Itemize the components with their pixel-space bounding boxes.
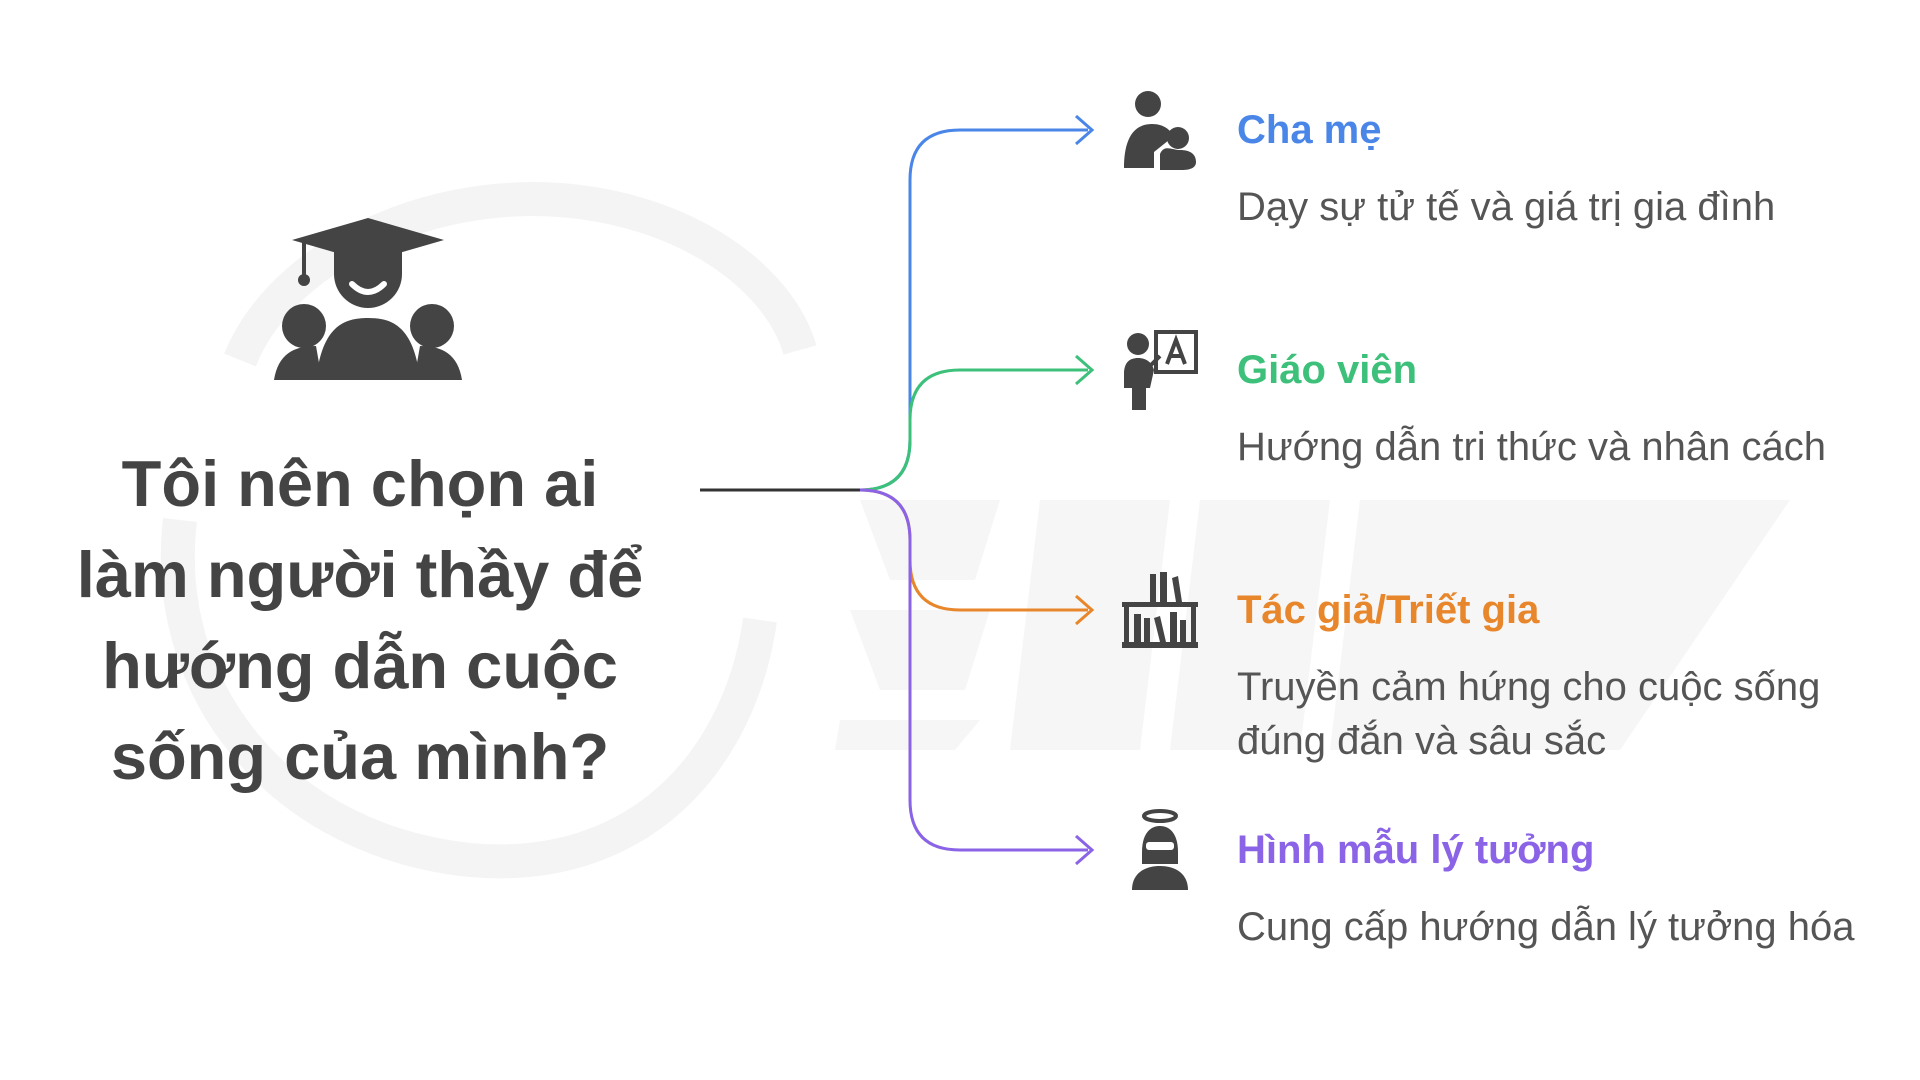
- branch-title-tac-gia: Tác giả/Triết gia: [1237, 588, 1540, 632]
- branch-desc-hinh-mau: Cung cấp hướng dẫn lý tưởng hóa: [1237, 905, 1855, 949]
- bookshelf-icon: [1122, 572, 1198, 648]
- connector-tac-gia: [859, 488, 1095, 626]
- halo-figure-icon: [1132, 809, 1188, 890]
- branch-desc-giao-vien: Hướng dẫn tri thức và nhân cách: [1237, 425, 1826, 469]
- branch-title-cha-me: Cha mẹ: [1237, 108, 1382, 152]
- connector-hinh-mau: [859, 488, 1095, 866]
- branch-desc-tac-gia: Truyền cảm hứng cho cuộc sống đúng đắn v…: [1237, 665, 1821, 763]
- parent-holding-child-icon: [1124, 91, 1196, 170]
- connector-cha-me: [859, 114, 1095, 492]
- central-question: Tôi nên chọn ai làm người thầy để hướng …: [76, 447, 644, 793]
- graduate-with-group-icon: [274, 218, 462, 380]
- branch-desc-cha-me: Dạy sự tử tế và giá trị gia đình: [1237, 185, 1776, 229]
- branch-title-giao-vien: Giáo viên: [1237, 348, 1418, 392]
- teacher-at-board-icon: [1124, 330, 1198, 410]
- connector-giao-vien: [859, 354, 1095, 492]
- branch-title-hinh-mau: Hình mẫu lý tưởng: [1237, 828, 1595, 872]
